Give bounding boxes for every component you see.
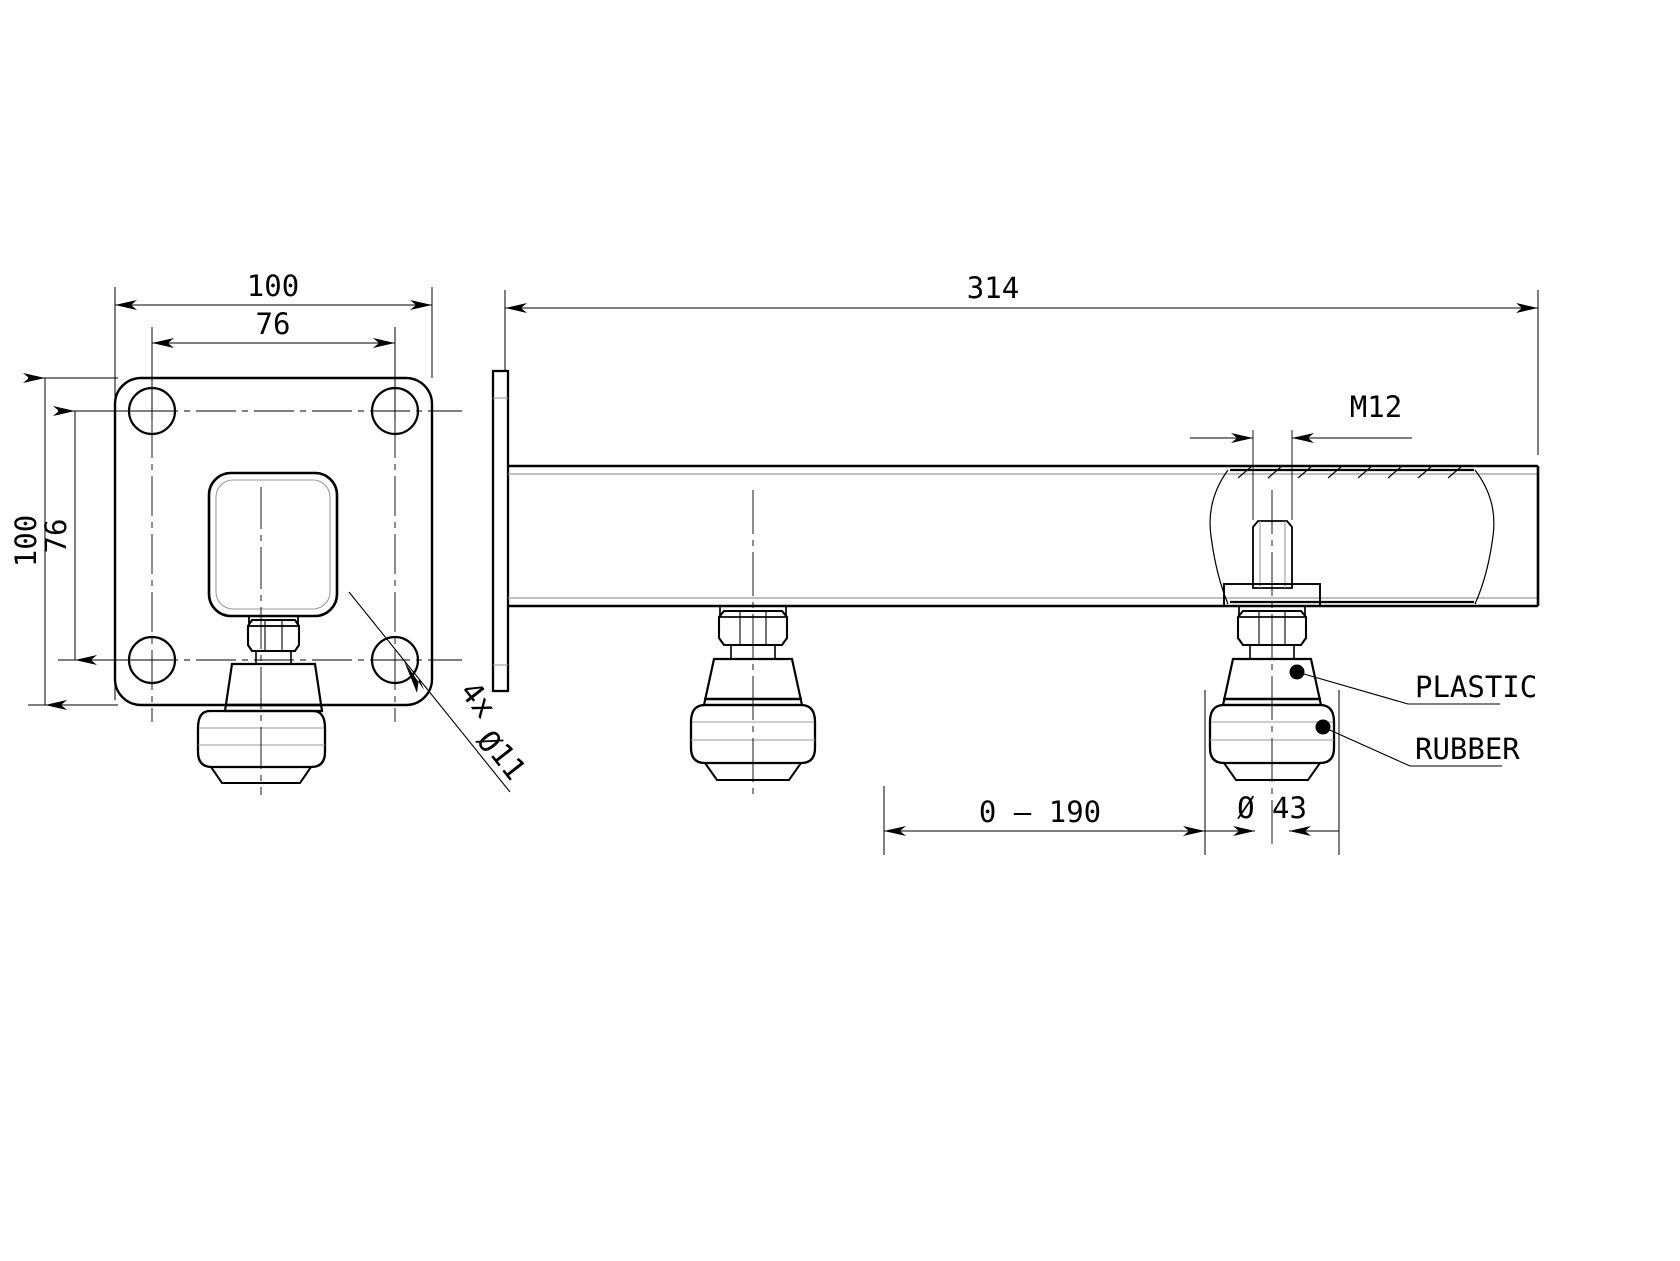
side-view: 314: [491, 271, 1540, 855]
dimension-value-foot-diameter: Ø 43: [1237, 791, 1307, 825]
dimension-value-adjust-range: 0 – 190: [979, 795, 1101, 829]
section-break: [1209, 465, 1495, 605]
foot-assembly-2: [1208, 490, 1336, 845]
m12-stud: [1252, 520, 1293, 589]
annotation-material-plastic: PLASTIC: [1289, 664, 1537, 705]
front-view: 100 76 100 76: [9, 269, 532, 795]
annotation-material-rubber: RUBBER: [1315, 719, 1520, 767]
dimension-hole-pitch-height: 76: [39, 406, 155, 665]
foot-assembly-front: [196, 487, 327, 795]
hex-nut-front: [246, 618, 301, 653]
mounting-hole-top-left: [127, 386, 177, 436]
rubber-bulb-front: [196, 709, 327, 769]
mounting-hole-bottom-left: [127, 635, 177, 685]
dimension-adjust-range: 0 – 190: [883, 690, 1206, 855]
hex-nut-1: [717, 609, 789, 647]
dimension-value-overall-length: 314: [967, 271, 1019, 305]
annotation-hole-count: 4x: [453, 675, 503, 725]
material-label-plastic: PLASTIC: [1415, 670, 1537, 704]
dimension-hole-pitch-width: 76: [151, 307, 396, 420]
mounting-hole-top-right: [370, 386, 420, 436]
hex-nut-2: [1236, 609, 1308, 647]
dimension-plate-height: 100: [9, 373, 118, 710]
dimension-value-hole-pitch-width: 76: [256, 307, 291, 341]
support-beam: [508, 464, 1540, 608]
dimension-overall-length: 314: [504, 271, 1539, 455]
mounting-hole-bottom-right: [370, 635, 420, 685]
mounting-holes: [127, 386, 420, 685]
dimension-value-plate-height: 100: [9, 515, 43, 567]
mounting-plate-outline: [113, 376, 434, 707]
mounting-flange-plate: [491, 369, 510, 693]
dimension-foot-diameter: Ø 43: [1205, 690, 1340, 855]
dimension-thread-size: M12: [1190, 390, 1412, 520]
foot-assembly-1: [689, 490, 817, 795]
dimension-value-thread-size: M12: [1350, 390, 1402, 424]
hole-centre-lines: [80, 360, 462, 722]
plastic-cone-front: [223, 662, 324, 713]
dimension-value-hole-pitch-height: 76: [39, 519, 73, 554]
beam-end-profile: [207, 471, 339, 618]
dimension-value-plate-width: 100: [247, 269, 299, 303]
material-label-rubber: RUBBER: [1415, 732, 1520, 766]
